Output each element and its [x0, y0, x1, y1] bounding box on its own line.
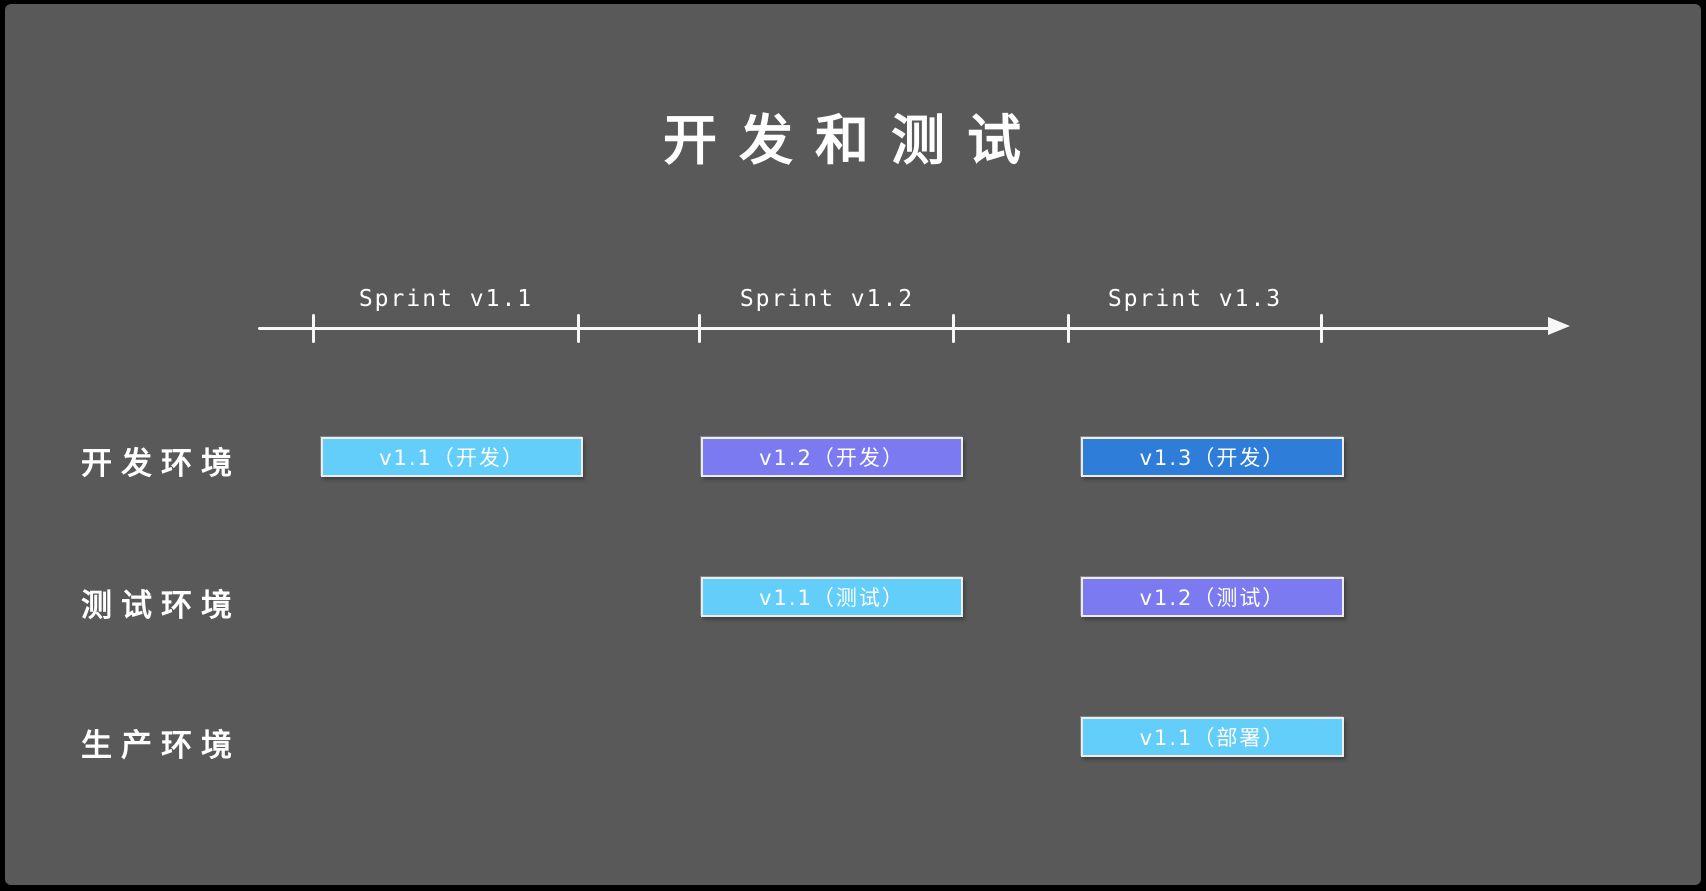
timeline-axis-line: [258, 327, 1553, 330]
version-box-test-v1-2: v1.2（测试）: [1081, 577, 1344, 617]
timeline-tick: [698, 314, 701, 343]
timeline-tick: [952, 314, 955, 343]
sprint-label-v1-1: Sprint v1.1: [358, 286, 534, 312]
version-box-test-v1-1: v1.1（测试）: [701, 577, 963, 617]
timeline-tick: [312, 314, 315, 343]
row-label-prod-environment: 生产环境: [81, 728, 241, 764]
version-box-dev-v1-2: v1.2（开发）: [701, 437, 963, 477]
timeline-tick: [1320, 314, 1323, 343]
timeline-tick: [577, 314, 580, 343]
diagram-canvas: 开发和测试 Sprint v1.1 Sprint v1.2 Sprint v1.…: [5, 4, 1701, 885]
row-label-dev-environment: 开发环境: [81, 446, 241, 482]
diagram-title: 开发和测试: [663, 109, 1043, 172]
timeline-tick: [1067, 314, 1070, 343]
version-box-prod-v1-1: v1.1（部署）: [1081, 717, 1344, 757]
version-box-dev-v1-1: v1.1（开发）: [321, 437, 583, 477]
sprint-label-v1-2: Sprint v1.2: [739, 286, 915, 312]
timeline-arrowhead-icon: [1548, 317, 1570, 335]
version-box-dev-v1-3: v1.3（开发）: [1081, 437, 1344, 477]
row-label-test-environment: 测试环境: [81, 588, 241, 624]
sprint-label-v1-3: Sprint v1.3: [1107, 286, 1283, 312]
